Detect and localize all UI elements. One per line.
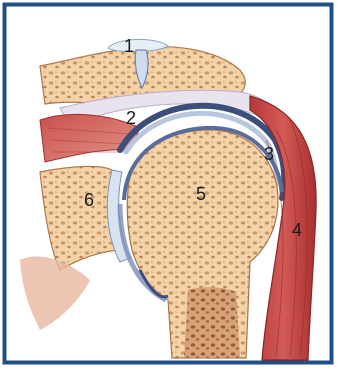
humerus-medullary-cavity bbox=[184, 287, 240, 358]
label-4: 4 bbox=[292, 220, 302, 240]
label-2: 2 bbox=[126, 108, 136, 128]
label-3: 3 bbox=[264, 144, 274, 164]
label-5: 5 bbox=[196, 184, 206, 204]
label-6: 6 bbox=[84, 190, 94, 210]
label-1: 1 bbox=[124, 36, 134, 56]
